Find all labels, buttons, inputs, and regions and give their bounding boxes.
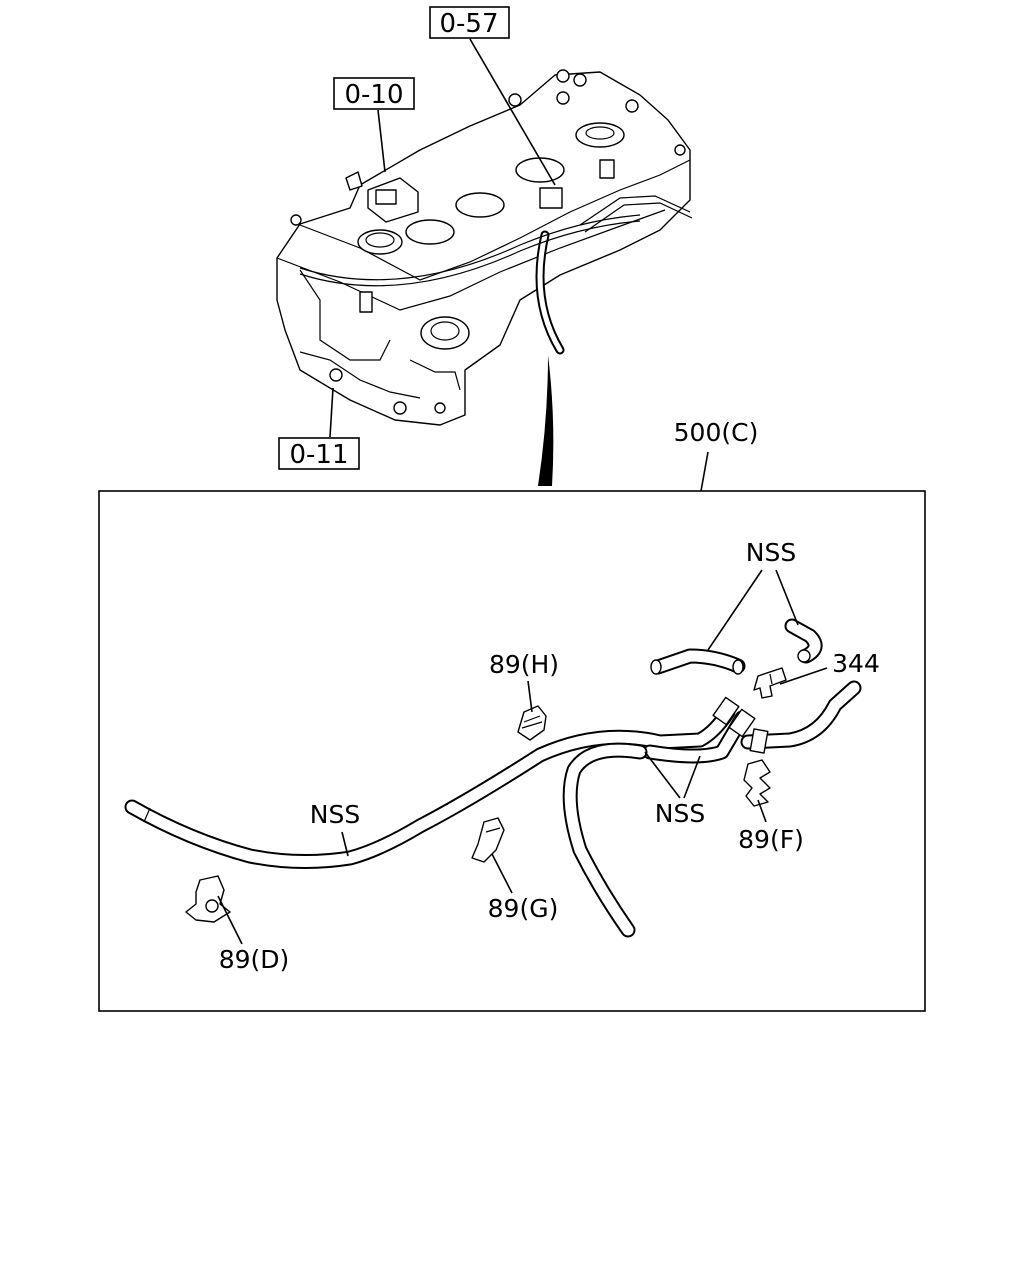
nss-short-hose-right[interactable] — [784, 618, 823, 664]
ref-0-10-label: 0-10 — [344, 80, 403, 110]
assembly-label: 500(C) — [674, 418, 759, 447]
leader-assembly — [700, 451, 709, 492]
ref-0-11-label: 0-11 — [289, 440, 348, 470]
detail-pointer-arrow — [538, 355, 554, 486]
clip-89g[interactable] — [471, 817, 505, 863]
tee-connector-344[interactable] — [753, 667, 787, 699]
ref-0-10[interactable]: 0-10 — [333, 77, 415, 110]
clip-89h[interactable] — [517, 705, 547, 741]
clip-89f[interactable] — [743, 759, 771, 807]
leader-0-57 — [469, 38, 556, 186]
detail-frame — [98, 490, 926, 1012]
leader-nss-upper-right — [775, 569, 799, 626]
leader-89g — [491, 853, 513, 894]
clip-89h-label: 89(H) — [489, 650, 559, 679]
curved-down-hose[interactable] — [562, 742, 648, 938]
leader-89d — [217, 895, 243, 945]
nss-upper-label: NSS — [746, 538, 796, 567]
clip-89f-label: 89(F) — [738, 825, 804, 854]
leader-89h — [527, 680, 533, 713]
leader-nss-right-b — [683, 755, 701, 799]
nss-short-hose-left[interactable] — [650, 648, 746, 675]
ref-0-11[interactable]: 0-11 — [278, 437, 360, 470]
leader-344 — [779, 667, 828, 685]
right-vent-hose[interactable] — [740, 680, 862, 750]
ref-0-57-label: 0-57 — [439, 9, 498, 39]
main-fuel-hose[interactable] — [124, 704, 736, 870]
clip-89d-label: 89(D) — [219, 945, 290, 974]
clip-89g-label: 89(G) — [488, 894, 559, 923]
hose-connectors — [712, 696, 769, 754]
nss-left-label: NSS — [310, 800, 360, 829]
leader-0-11 — [329, 387, 334, 438]
part-344-label: 344 — [832, 649, 880, 678]
cylinder-head-illustration — [276, 69, 693, 426]
nss-right-label: NSS — [655, 799, 705, 828]
leader-nss-upper-left — [707, 569, 763, 651]
leader-0-10 — [377, 109, 386, 173]
ref-0-57[interactable]: 0-57 — [429, 6, 510, 39]
clip-89d[interactable] — [185, 875, 231, 923]
leader-nss-right-a — [644, 751, 681, 799]
leader-89f — [757, 799, 767, 823]
return-hose[interactable] — [642, 710, 750, 764]
leader-nss-left — [341, 831, 349, 857]
